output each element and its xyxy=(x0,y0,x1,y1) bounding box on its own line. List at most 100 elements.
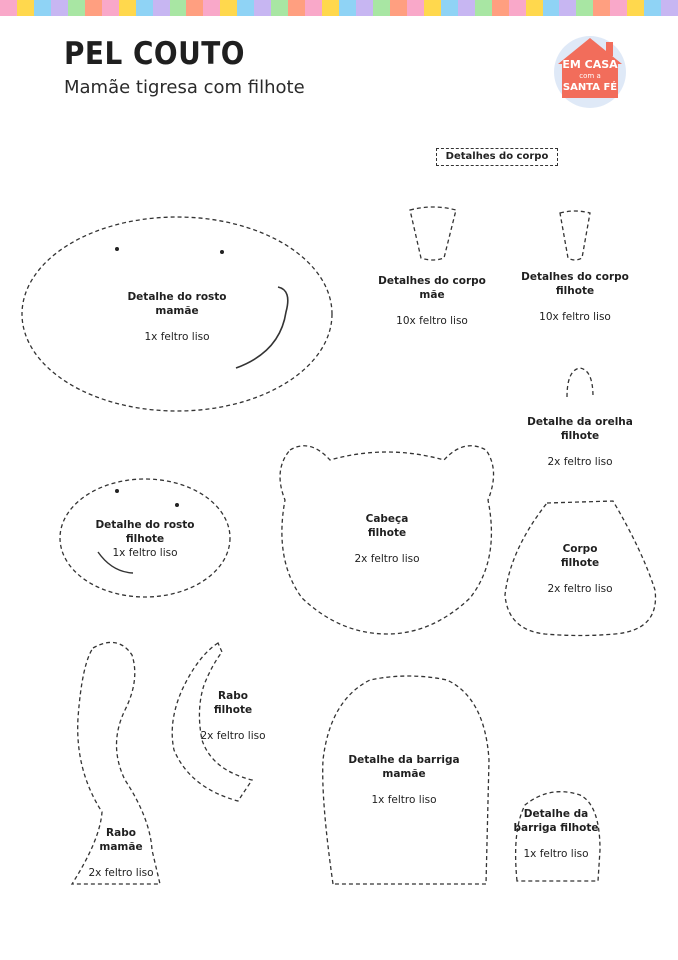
stripe-segment xyxy=(644,0,662,16)
stripe-segment xyxy=(389,0,407,16)
stripe-segment xyxy=(339,0,357,16)
stripe-segment xyxy=(356,0,373,16)
belly-mom-qty: 1x feltro liso xyxy=(371,794,437,806)
stripe-segment xyxy=(542,0,560,16)
stripe-segment xyxy=(508,0,526,16)
tail-mom-name-l2: mamãe xyxy=(99,841,143,853)
head-cub-label: Cabeça filhote 2x feltro liso xyxy=(337,512,437,566)
face-cub-outline xyxy=(59,478,231,598)
stripe-segment xyxy=(16,0,34,16)
body-cub-qty: 2x feltro liso xyxy=(547,583,613,595)
body-detail-mom-name-l2: mãe xyxy=(419,289,445,301)
face-cub-name-l1: Detalhe do rosto xyxy=(95,519,195,531)
stripe-segment xyxy=(457,0,475,16)
stripe-segment xyxy=(0,0,17,16)
face-cub-eye-left xyxy=(115,489,119,493)
tail-mom-outline xyxy=(70,641,161,885)
face-mom-outline xyxy=(21,216,333,412)
stripe-segment xyxy=(50,0,68,16)
body-detail-cub-name-l2: filhote xyxy=(555,285,595,297)
tail-mom-label: Rabo mamãe 2x feltro liso xyxy=(81,826,161,880)
belly-mom-label: Detalhe da barriga mamãe 1x feltro liso xyxy=(339,753,469,807)
stripe-segment xyxy=(627,0,645,16)
body-cub-name-l1: Corpo xyxy=(562,543,598,555)
face-mom-name-l1: Detalhe do rosto xyxy=(127,291,227,303)
logo-line3: SANTA FÉ xyxy=(563,80,617,93)
tail-cub-name-l1: Rabo xyxy=(218,690,248,702)
body-details-box-label: Detalhes do corpo xyxy=(436,148,558,166)
stripe-segment xyxy=(84,0,102,16)
body-detail-cub-qty: 10x feltro liso xyxy=(539,311,611,323)
body-detail-mom-name-l1: Detalhes do corpo xyxy=(378,275,486,287)
stripe-segment xyxy=(474,0,492,16)
stripe-segment xyxy=(118,0,136,16)
body-cub-label: Corpo filhote 2x feltro liso xyxy=(530,542,630,596)
tail-cub-outline xyxy=(171,642,254,802)
ear-detail-cub-name-l2: filhote xyxy=(560,430,600,442)
face-cub-label: Detalhe do rosto filhote 1x feltro liso xyxy=(80,518,210,560)
face-mom-eye-right xyxy=(220,250,224,254)
face-mom-name-l2: mamãe xyxy=(155,305,199,317)
body-cub-name-l2: filhote xyxy=(560,557,600,569)
stripe-segment xyxy=(152,0,170,16)
stripe-segment xyxy=(440,0,458,16)
stripe-segment xyxy=(288,0,306,16)
tail-mom-qty: 2x feltro liso xyxy=(88,867,154,879)
body-detail-cub-outline xyxy=(559,210,591,261)
head-cub-name-l1: Cabeça xyxy=(365,513,409,525)
stripe-segment xyxy=(305,0,323,16)
ear-detail-cub-name-l1: Detalhe da orelha xyxy=(527,416,633,428)
head-cub-name-l2: filhote xyxy=(367,527,407,539)
page-title: PEL COUTO xyxy=(64,36,246,72)
stripe-segment xyxy=(186,0,204,16)
page-subtitle: Mamãe tigresa com filhote xyxy=(64,77,305,98)
ear-detail-cub-qty: 2x feltro liso xyxy=(547,456,613,468)
stripe-segment xyxy=(559,0,577,16)
ear-detail-cub-outline xyxy=(566,367,594,398)
belly-cub-outline xyxy=(515,791,601,882)
stripe-segment xyxy=(372,0,390,16)
body-detail-cub-name-l1: Detalhes do corpo xyxy=(521,271,629,283)
body-detail-cub-label: Detalhes do corpo filhote 10x feltro lis… xyxy=(511,270,639,324)
logo-line1: EM CASA xyxy=(562,58,618,71)
stripe-segment xyxy=(525,0,543,16)
body-detail-mom-outline xyxy=(409,206,457,261)
stripe-segment xyxy=(322,0,340,16)
logo-line2: com a xyxy=(579,72,600,80)
stripe-segment xyxy=(254,0,272,16)
stripe-segment xyxy=(271,0,289,16)
face-cub-name-l2: filhote xyxy=(125,533,165,545)
head-cub-qty: 2x feltro liso xyxy=(354,553,420,565)
tail-cub-label: Rabo filhote 2x feltro liso xyxy=(193,689,273,743)
stripe-segment xyxy=(135,0,153,16)
stripe-segment xyxy=(661,0,678,16)
tail-mom-name-l1: Rabo xyxy=(106,827,136,839)
tail-cub-name-l2: filhote xyxy=(213,704,253,716)
face-cub-smile xyxy=(97,551,134,574)
belly-cub-name-l2: barriga filhote xyxy=(513,822,599,834)
face-mom-smile xyxy=(235,286,289,369)
stripe-segment xyxy=(67,0,85,16)
stripe-segment xyxy=(237,0,255,16)
stripe-segment xyxy=(423,0,441,16)
tail-cub-qty: 2x feltro liso xyxy=(200,730,266,742)
body-detail-mom-label: Detalhes do corpo mãe 10x feltro liso xyxy=(368,274,496,328)
stripe-segment xyxy=(491,0,509,16)
stripe-segment xyxy=(593,0,611,16)
stripe-segment xyxy=(610,0,628,16)
stripe-segment xyxy=(220,0,238,16)
face-mom-eye-left xyxy=(115,247,119,251)
face-cub-qty: 1x feltro liso xyxy=(112,547,178,559)
body-detail-mom-qty: 10x feltro liso xyxy=(396,315,468,327)
stripe-segment xyxy=(101,0,119,16)
body-cub-outline xyxy=(504,500,657,637)
stripe-segment xyxy=(203,0,221,16)
stripe-segment xyxy=(406,0,424,16)
face-mom-label: Detalhe do rosto mamãe 1x feltro liso xyxy=(92,290,262,344)
belly-cub-name-l1: Detalhe da xyxy=(523,808,589,820)
head-cub-outline xyxy=(279,445,495,635)
face-mom-qty: 1x feltro liso xyxy=(144,331,210,343)
chimney-icon xyxy=(606,42,613,56)
belly-mom-name-l1: Detalhe da barriga xyxy=(348,754,460,766)
stripe-segment xyxy=(169,0,187,16)
